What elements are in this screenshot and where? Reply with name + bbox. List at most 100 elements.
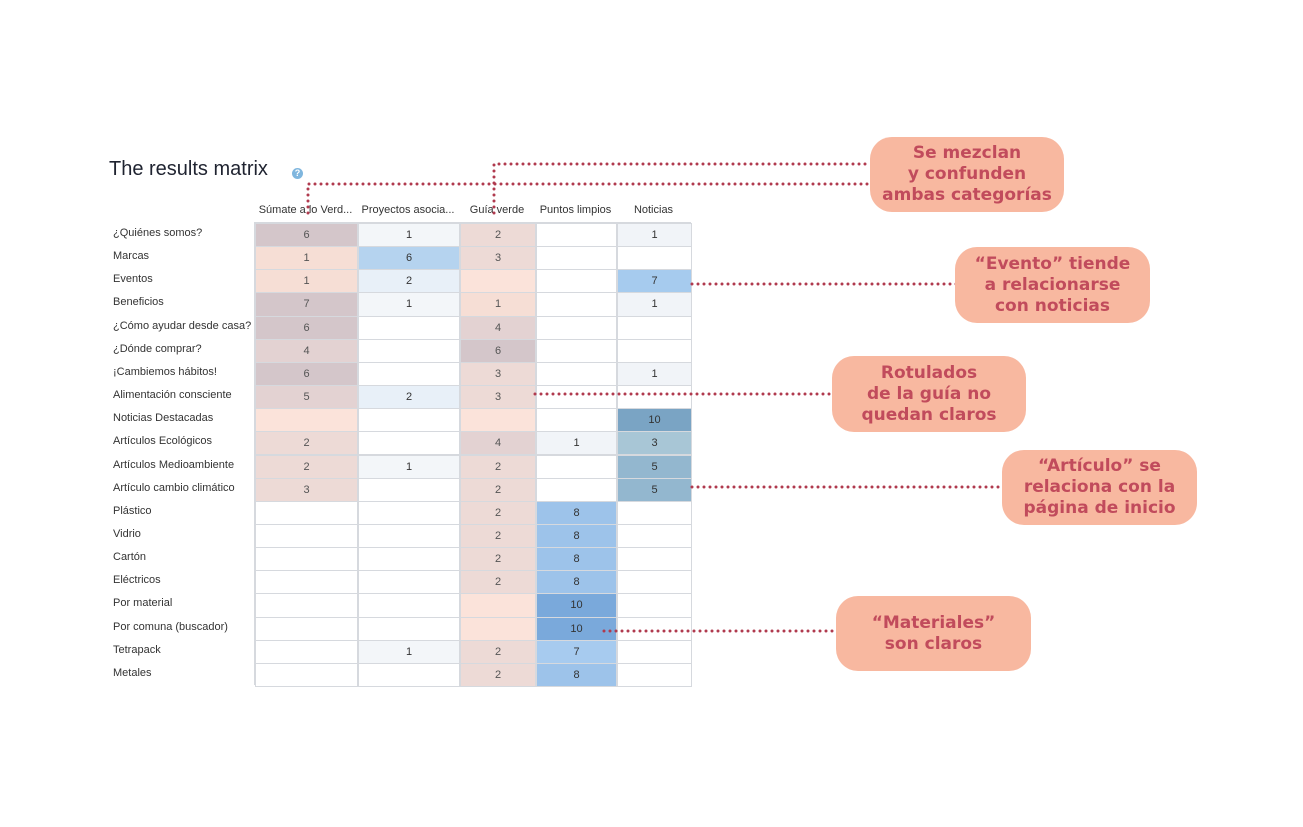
matrix-cell bbox=[358, 408, 460, 433]
matrix-cell: 5 bbox=[255, 385, 358, 410]
matrix-cell bbox=[358, 616, 460, 641]
matrix-cell: 8 bbox=[536, 500, 617, 525]
matrix-cell bbox=[255, 523, 358, 549]
matrix-cell: 2 bbox=[460, 223, 536, 248]
row-label: Por comuna (buscador) bbox=[113, 620, 228, 633]
matrix-cell: 1 bbox=[255, 269, 358, 294]
column-header: Guía verde bbox=[469, 204, 525, 216]
matrix-cell: 4 bbox=[255, 338, 358, 363]
matrix-cell: 8 bbox=[536, 570, 617, 595]
column-header: Proyectos asocia... bbox=[361, 204, 455, 216]
row-label: Metales bbox=[113, 666, 152, 679]
matrix-cell bbox=[617, 500, 692, 525]
matrix-cell: 2 bbox=[460, 547, 536, 572]
matrix-cell bbox=[536, 315, 617, 340]
matrix-cell: 3 bbox=[255, 477, 358, 502]
matrix-cell: 1 bbox=[358, 223, 460, 248]
matrix-cell: 1 bbox=[358, 454, 460, 479]
matrix-cell: 2 bbox=[460, 477, 536, 502]
matrix-cell bbox=[536, 338, 617, 363]
matrix-cell: 1 bbox=[255, 246, 358, 271]
matrix-cell: 2 bbox=[460, 662, 536, 687]
matrix-cell bbox=[255, 616, 358, 641]
matrix-cell: 2 bbox=[460, 570, 536, 595]
matrix-cell: 6 bbox=[255, 315, 358, 340]
matrix-cell bbox=[617, 639, 692, 664]
row-label: Noticias Destacadas bbox=[113, 412, 214, 425]
matrix-cell bbox=[617, 616, 692, 641]
matrix-cell: 1 bbox=[617, 223, 692, 248]
matrix-cell: 5 bbox=[617, 454, 692, 479]
matrix-cell bbox=[617, 523, 692, 549]
matrix-cell bbox=[255, 662, 358, 687]
row-label: Tetrapack bbox=[113, 643, 161, 656]
row-label: Eléctricos bbox=[113, 574, 161, 587]
matrix-cell: 8 bbox=[536, 523, 617, 549]
matrix-cell: 2 bbox=[358, 385, 460, 410]
callout-mezclan: Se mezclan y confunden ambas categorías bbox=[870, 137, 1064, 212]
row-label: Marcas bbox=[113, 250, 150, 263]
matrix-cell bbox=[617, 385, 692, 410]
matrix-cell bbox=[460, 408, 536, 433]
row-label: Cartón bbox=[113, 551, 147, 564]
matrix-cell: 2 bbox=[460, 639, 536, 664]
column-header: Puntos limpios bbox=[539, 204, 612, 216]
matrix-cell bbox=[536, 361, 617, 387]
matrix-cell: 8 bbox=[536, 662, 617, 687]
matrix-cell bbox=[536, 385, 617, 410]
matrix-cell: 6 bbox=[358, 246, 460, 271]
matrix-cell bbox=[358, 477, 460, 502]
row-label: Por material bbox=[113, 597, 173, 610]
matrix-cell: 6 bbox=[460, 338, 536, 363]
matrix-cell bbox=[536, 269, 617, 294]
matrix-cell bbox=[617, 315, 692, 340]
row-label: Eventos bbox=[113, 273, 153, 286]
matrix-cell: 7 bbox=[255, 292, 358, 317]
matrix-cell bbox=[255, 547, 358, 572]
matrix-cell bbox=[536, 454, 617, 479]
matrix-cell bbox=[358, 523, 460, 549]
matrix-cell bbox=[358, 338, 460, 363]
callout-articulo: “Artículo” se relaciona con la página de… bbox=[1002, 450, 1197, 525]
row-label: ¿Dónde comprar? bbox=[113, 342, 202, 355]
matrix-cell: 2 bbox=[460, 523, 536, 549]
column-header: Súmate a lo Verd... bbox=[258, 204, 353, 216]
matrix-cell: 2 bbox=[255, 431, 358, 456]
matrix-cell: 1 bbox=[617, 292, 692, 317]
matrix-cell: 2 bbox=[460, 454, 536, 479]
matrix-cell: 2 bbox=[255, 454, 358, 479]
matrix-cell: 3 bbox=[460, 361, 536, 387]
matrix-cell: 3 bbox=[460, 246, 536, 271]
matrix-cell bbox=[617, 246, 692, 271]
matrix-cell: 2 bbox=[460, 500, 536, 525]
matrix-cell bbox=[358, 662, 460, 687]
matrix-cell: 4 bbox=[460, 431, 536, 456]
matrix-cell bbox=[536, 292, 617, 317]
row-label: ¡Cambiemos hábitos! bbox=[113, 365, 217, 378]
row-label: Plástico bbox=[113, 504, 152, 517]
matrix-cell bbox=[255, 639, 358, 664]
row-label: Alimentación consciente bbox=[113, 389, 232, 402]
column-header: Noticias bbox=[633, 204, 674, 216]
matrix-cell bbox=[358, 500, 460, 525]
matrix-cell bbox=[358, 570, 460, 595]
row-label: Vidrio bbox=[113, 527, 141, 540]
matrix-cell: 10 bbox=[536, 593, 617, 618]
matrix-cell: 7 bbox=[617, 269, 692, 294]
matrix-cell: 1 bbox=[358, 292, 460, 317]
matrix-cell: 3 bbox=[460, 385, 536, 410]
matrix-cell bbox=[255, 593, 358, 618]
matrix-cell: 7 bbox=[536, 639, 617, 664]
matrix-cell bbox=[617, 662, 692, 687]
matrix-cell: 2 bbox=[358, 269, 460, 294]
matrix-cell bbox=[617, 593, 692, 618]
matrix-cell: 1 bbox=[460, 292, 536, 317]
row-label: Artículos Ecológicos bbox=[113, 435, 213, 448]
matrix-cell bbox=[358, 593, 460, 618]
help-icon[interactable]: ? bbox=[292, 168, 303, 179]
matrix-cell: 4 bbox=[460, 315, 536, 340]
callout-materiales: “Materiales” son claros bbox=[836, 596, 1031, 671]
matrix-cell bbox=[358, 315, 460, 340]
callout-evento: “Evento” tiende a relacionarse con notic… bbox=[955, 247, 1150, 323]
matrix-cell: 6 bbox=[255, 223, 358, 248]
